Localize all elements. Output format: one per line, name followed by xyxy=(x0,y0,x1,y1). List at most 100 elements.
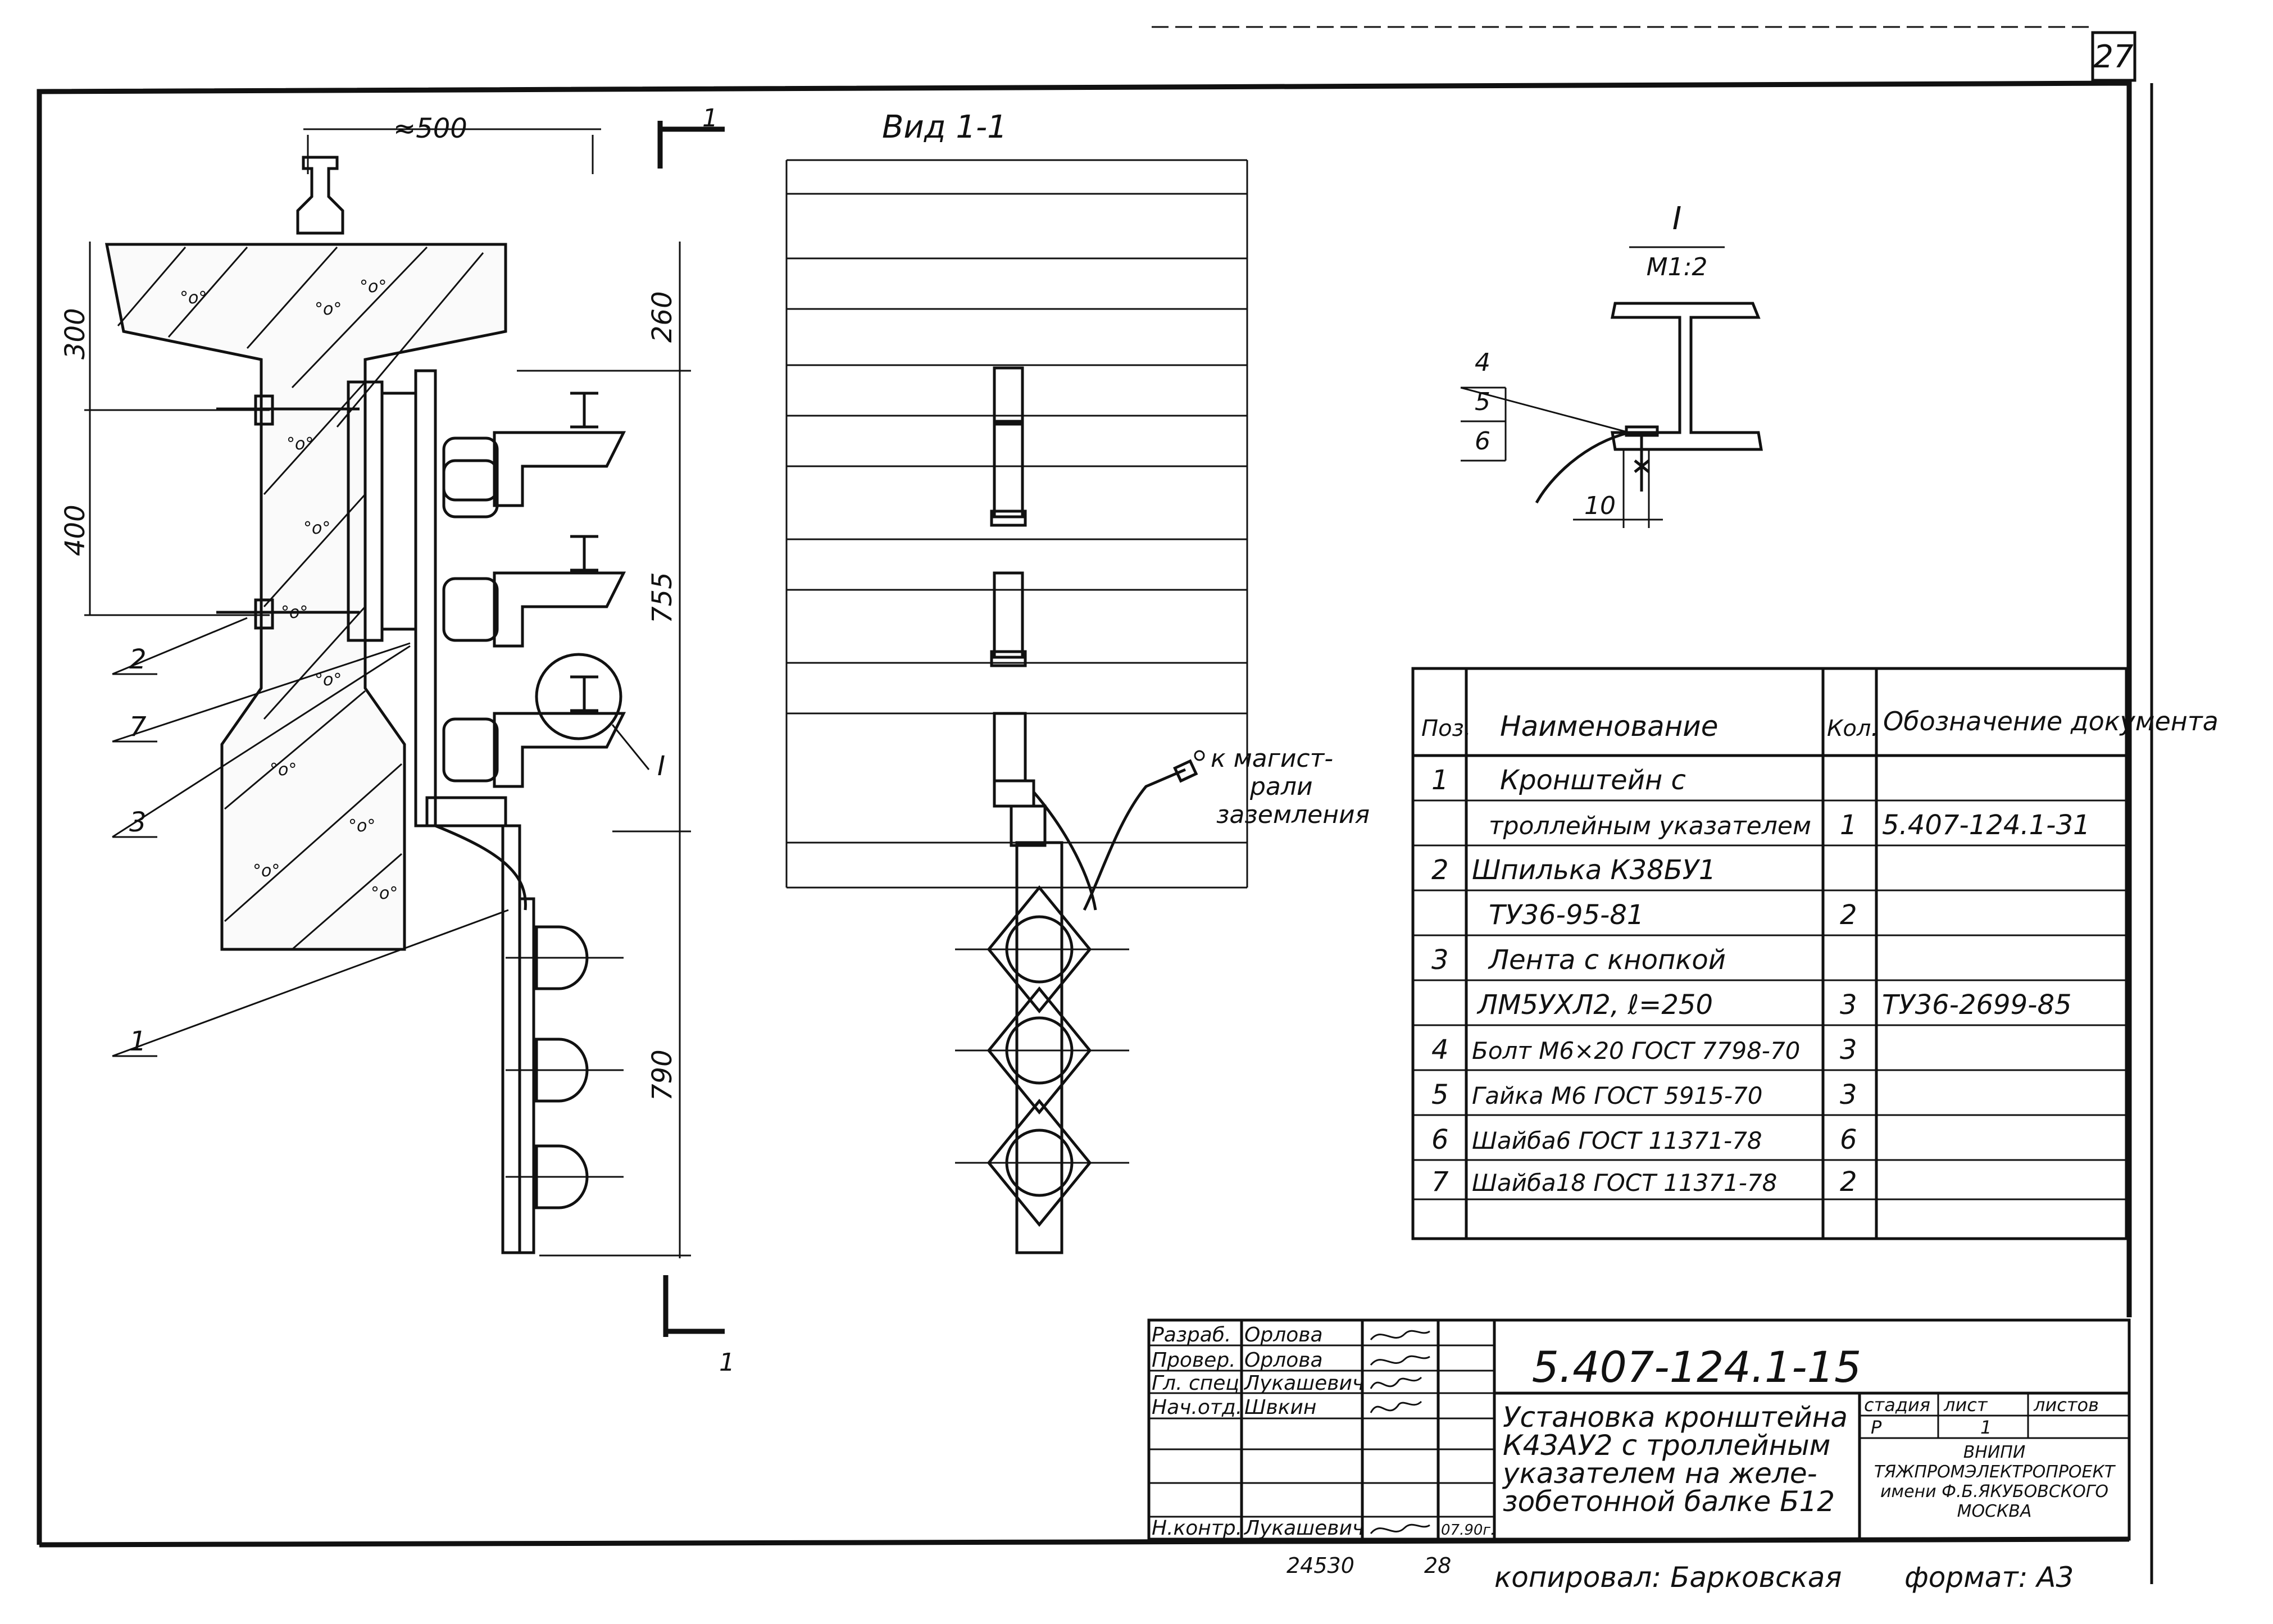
svg-text:°o°: °o° xyxy=(303,518,330,538)
detail-i-beam xyxy=(1610,302,1763,451)
svg-text:5: 5 xyxy=(1475,388,1490,416)
svg-text:3: 3 xyxy=(1431,944,1449,976)
svg-text:2: 2 xyxy=(1431,854,1449,886)
stud-bolts xyxy=(216,394,360,630)
concrete-aggregate: °o°°o°°o° °o°°o°°o° °o°°o°°o° °o°°o° xyxy=(180,277,398,903)
svg-text:Лукашевич: Лукашевич xyxy=(1243,1517,1364,1540)
drawing-title: Установка кронштейна К43АУ2 с троллейным… xyxy=(1502,1401,1848,1518)
signal-panel xyxy=(435,824,624,1254)
svg-text:°o°: °o° xyxy=(348,816,375,836)
ground-note-1: к магист- xyxy=(1211,744,1333,773)
svg-text:Гл. спец.: Гл. спец. xyxy=(1152,1372,1245,1395)
dim-right-790: 790 xyxy=(647,1049,678,1101)
detail-mark: I xyxy=(657,750,665,782)
svg-text:Болт М6×20 ГОСТ 7798-70: Болт М6×20 ГОСТ 7798-70 xyxy=(1472,1037,1800,1065)
page-number: 27 xyxy=(2093,39,2134,75)
svg-text:Лента с кнопкой: Лента с кнопкой xyxy=(1488,944,1726,976)
svg-text:зобетонной балке Б12: зобетонной балке Б12 xyxy=(1503,1485,1835,1518)
svg-text:Шайба18 ГОСТ 11371-78: Шайба18 ГОСТ 11371-78 xyxy=(1472,1169,1777,1197)
svg-text:°o°: °o° xyxy=(253,861,280,881)
svg-text:07.90г.: 07.90г. xyxy=(1441,1522,1495,1539)
svg-text:Н.контр.: Н.контр. xyxy=(1152,1517,1242,1540)
rail-profile xyxy=(296,156,344,235)
dim-top-label: ≈500 xyxy=(393,113,467,144)
svg-text:ВНИПИ: ВНИПИ xyxy=(1963,1443,2026,1462)
svg-text:лист: лист xyxy=(1943,1394,1988,1416)
main-view: ≈500 °o°°o°°o° °o°°o°°o° °o°°o°°o° °o°°o… xyxy=(60,104,735,1377)
svg-text:Орлова: Орлова xyxy=(1244,1323,1323,1346)
dim-left-400: 400 xyxy=(60,504,91,556)
svg-text:троллейным указателем: троллейным указателем xyxy=(1489,812,1811,840)
svg-text:Р: Р xyxy=(1871,1417,1882,1438)
side-view: Вид 1-1 xyxy=(785,109,1370,1254)
concrete-hatch xyxy=(117,246,484,950)
svg-text:°o°: °o° xyxy=(180,288,207,308)
svg-text:Орлова: Орлова xyxy=(1244,1349,1323,1372)
svg-text:Провер.: Провер. xyxy=(1152,1349,1236,1372)
svg-text:К43АУ2 с троллейным: К43АУ2 с троллейным xyxy=(1503,1429,1830,1462)
detail-circle xyxy=(535,653,622,740)
detail-dim-10: 10 xyxy=(1584,492,1616,520)
archive-number: 24530 xyxy=(1286,1553,1354,1578)
svg-text:2: 2 xyxy=(1840,1166,1857,1198)
svg-text:ТУ36-95-81: ТУ36-95-81 xyxy=(1489,899,1644,931)
svg-text:листов: листов xyxy=(2033,1394,2099,1416)
svg-text:5.407-124.1-31: 5.407-124.1-31 xyxy=(1882,809,2090,841)
svg-text:указателем на желе-: указателем на желе- xyxy=(1502,1457,1817,1490)
role-rows: Разраб. Орлова Провер. Орлова Гл. спец. … xyxy=(1152,1323,1495,1540)
svg-text:ТУ36-2699-85: ТУ36-2699-85 xyxy=(1882,989,2072,1021)
concrete-beam xyxy=(104,243,507,951)
sleeper-lines xyxy=(785,159,1248,889)
svg-text:7: 7 xyxy=(1431,1166,1449,1198)
format-label: формат: А3 xyxy=(1904,1561,2074,1594)
side-lamps xyxy=(955,885,1129,1227)
svg-text:1: 1 xyxy=(719,1348,735,1377)
dim-left-300: 300 xyxy=(60,308,91,360)
svg-text:3: 3 xyxy=(1840,989,1857,1021)
svg-text:ЛМ5УХЛ2, ℓ=250: ЛМ5УХЛ2, ℓ=250 xyxy=(1476,989,1713,1021)
ground-note-2: рали xyxy=(1249,772,1313,801)
svg-text:Лукашевич: Лукашевич xyxy=(1243,1372,1364,1395)
callouts: 2 7 3 1 xyxy=(112,617,509,1057)
svg-text:2: 2 xyxy=(1840,899,1857,931)
svg-text:ТЯЖПРОМЭЛЕКТРОПРОЕКТ: ТЯЖПРОМЭЛЕКТРОПРОЕКТ xyxy=(1874,1462,2116,1482)
dim-right-260: 260 xyxy=(647,291,678,343)
svg-text:6: 6 xyxy=(1475,427,1490,456)
bracket: I xyxy=(347,369,665,827)
svg-text:°o°: °o° xyxy=(371,884,398,903)
svg-text:°o°: °o° xyxy=(287,434,313,454)
svg-text:°o°: °o° xyxy=(270,760,297,780)
svg-text:6: 6 xyxy=(1840,1124,1857,1156)
svg-text:Разраб.: Разраб. xyxy=(1152,1323,1231,1346)
ground-note-3: заземления xyxy=(1216,800,1370,829)
copied-by: копировал: Барковская xyxy=(1494,1561,1842,1594)
svg-text:7: 7 xyxy=(129,711,147,743)
detail-view: I М1:2 4 5 6 10 xyxy=(1460,201,1763,528)
svg-text:имени Ф.Б.ЯКУБОВСКОГО: имени Ф.Б.ЯКУБОВСКОГО xyxy=(1880,1482,2108,1502)
dim-right-755: 755 xyxy=(647,572,678,624)
svg-text:Гайка М6 ГОСТ 5915-70: Гайка М6 ГОСТ 5915-70 xyxy=(1472,1082,1762,1109)
detail-title: I xyxy=(1672,201,1682,237)
svg-text:4: 4 xyxy=(1431,1034,1449,1066)
th-doc: Обозначение документа xyxy=(1883,706,2219,736)
svg-text:2: 2 xyxy=(129,644,147,675)
svg-text:4: 4 xyxy=(1475,348,1490,377)
svg-text:3: 3 xyxy=(129,807,147,838)
svg-text:5: 5 xyxy=(1431,1079,1449,1111)
svg-text:1: 1 xyxy=(702,104,718,133)
svg-text:стадия: стадия xyxy=(1864,1394,1930,1416)
svg-text:Швкин: Швкин xyxy=(1244,1396,1316,1419)
spec-rows: 1 Кронштейн с троллейным указателем 1 5.… xyxy=(1431,765,2090,1198)
section-marks: 1 1 xyxy=(657,104,735,1377)
svg-text:°o°: °o° xyxy=(360,277,387,297)
svg-text:МОСКВА: МОСКВА xyxy=(1957,1502,2032,1521)
svg-text:3: 3 xyxy=(1840,1034,1857,1066)
title-block: 5.407-124.1-15 Разраб. Орлова Провер. Ор… xyxy=(1147,1318,2131,1541)
svg-text:1: 1 xyxy=(1840,809,1857,841)
detail-scale: М1:2 xyxy=(1647,253,1708,281)
th-pos: Поз. xyxy=(1421,716,1471,742)
svg-text:°o°: °o° xyxy=(315,299,342,319)
svg-text:1: 1 xyxy=(1980,1417,1992,1438)
th-name: Наименование xyxy=(1500,710,1719,743)
